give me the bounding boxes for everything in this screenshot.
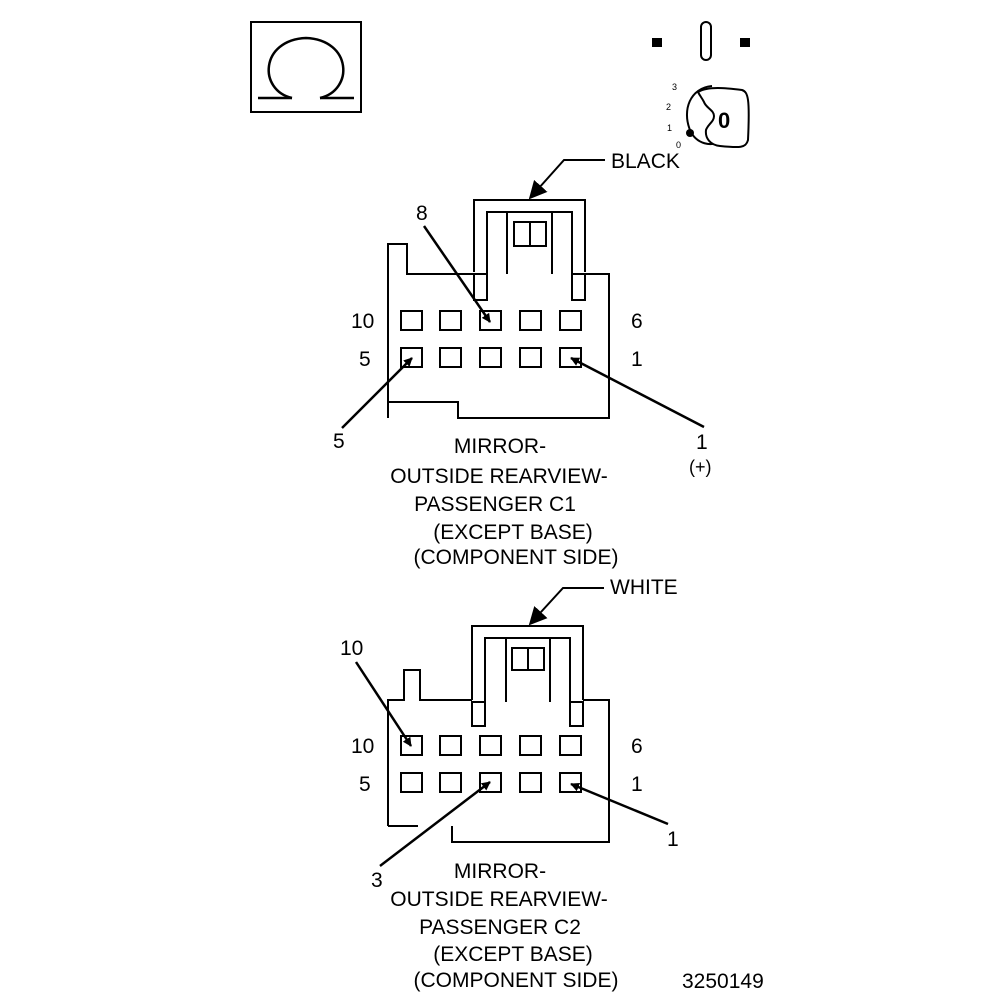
ignition-position-2: 2 <box>666 102 671 112</box>
c1-housing <box>387 243 610 419</box>
c1-cavity-10 <box>400 310 423 331</box>
c2-cavity-7 <box>519 735 542 756</box>
c2-row-label-6: 6 <box>631 735 643 758</box>
c2-cavity-2 <box>519 772 542 793</box>
c2-cavity-10 <box>400 735 423 756</box>
c1-row-label-1: 1 <box>631 348 643 371</box>
c2-color-label: WHITE <box>610 576 678 599</box>
c2-caption-line-4: (EXCEPT BASE) <box>433 943 593 966</box>
c2-caption-line-5: (COMPONENT SIDE) <box>414 969 619 992</box>
c1-row-label-6: 6 <box>631 310 643 333</box>
c1-cavity-4 <box>439 347 462 368</box>
c2-row-label-1: 1 <box>631 773 643 796</box>
c1-cavity-6 <box>559 310 582 331</box>
c1-cavity-2 <box>519 347 542 368</box>
figure-id: 3250149 <box>682 970 764 993</box>
c1-callout-5: 5 <box>333 430 345 453</box>
c2-cavity-3 <box>479 772 502 793</box>
c1-caption: MIRROR- OUTSIDE REARVIEW- PASSENGER C1 (… <box>390 435 618 569</box>
c2-row-label-5: 5 <box>359 773 371 796</box>
c1-caption-line-1: MIRROR- <box>454 435 546 458</box>
c1-cavity-7 <box>519 310 542 331</box>
connector-c1: BLACK 10 6 5 <box>333 150 712 569</box>
c2-row-label-10: 10 <box>351 735 374 758</box>
c2-callout-3: 3 <box>371 869 383 892</box>
c1-row-label-5: 5 <box>359 348 371 371</box>
c2-callout-10: 10 <box>340 637 363 660</box>
c1-callout-8: 8 <box>416 202 428 225</box>
c1-caption-line-5: (COMPONENT SIDE) <box>414 546 619 569</box>
c1-cavity-3 <box>479 347 502 368</box>
c2-cavity-4 <box>439 772 462 793</box>
c1-latch <box>473 199 586 301</box>
ignition-position-1: 1 <box>667 123 672 133</box>
c1-cavity-5 <box>400 347 423 368</box>
c1-caption-line-2: OUTSIDE REARVIEW- <box>390 465 607 488</box>
c2-caption-line-1: MIRROR- <box>454 860 546 883</box>
ignition-position-3: 3 <box>672 82 677 92</box>
c2-cavity-9 <box>439 735 462 756</box>
c2-cavities <box>400 735 582 793</box>
c2-caption: MIRROR- OUTSIDE REARVIEW- PASSENGER C2 (… <box>390 860 618 992</box>
c1-cavity-8 <box>479 310 502 331</box>
c1-cavities <box>400 310 582 368</box>
ignition-position-0: 0 <box>676 140 681 150</box>
c2-caption-line-2: OUTSIDE REARVIEW- <box>390 888 607 911</box>
connector-c2: WHITE 10 6 5 1 10 <box>340 576 679 992</box>
ignition-key-label: 0 <box>718 108 730 133</box>
c2-caption-line-3: PASSENGER C2 <box>419 916 581 939</box>
c1-caption-line-4: (EXCEPT BASE) <box>433 521 593 544</box>
c2-cavity-1 <box>559 772 582 793</box>
c1-color-label: BLACK <box>611 150 680 173</box>
c1-callout-1: 1 <box>696 431 708 454</box>
c2-callout-1: 1 <box>667 828 679 851</box>
c1-callout-1-polarity: (+) <box>689 457 712 477</box>
ignition-key-icon: 3 2 1 0 0 <box>652 21 750 150</box>
c2-cavity-6 <box>559 735 582 756</box>
c2-housing <box>387 669 610 843</box>
c2-cavity-5 <box>400 772 423 793</box>
c1-cavity-9 <box>439 310 462 331</box>
c2-latch <box>471 625 584 727</box>
c1-cavity-1 <box>559 347 582 368</box>
c1-caption-line-3: PASSENGER C1 <box>414 493 576 516</box>
c2-cavity-8 <box>479 735 502 756</box>
c1-row-label-10: 10 <box>351 310 374 333</box>
omega-symbol-icon <box>250 21 362 113</box>
